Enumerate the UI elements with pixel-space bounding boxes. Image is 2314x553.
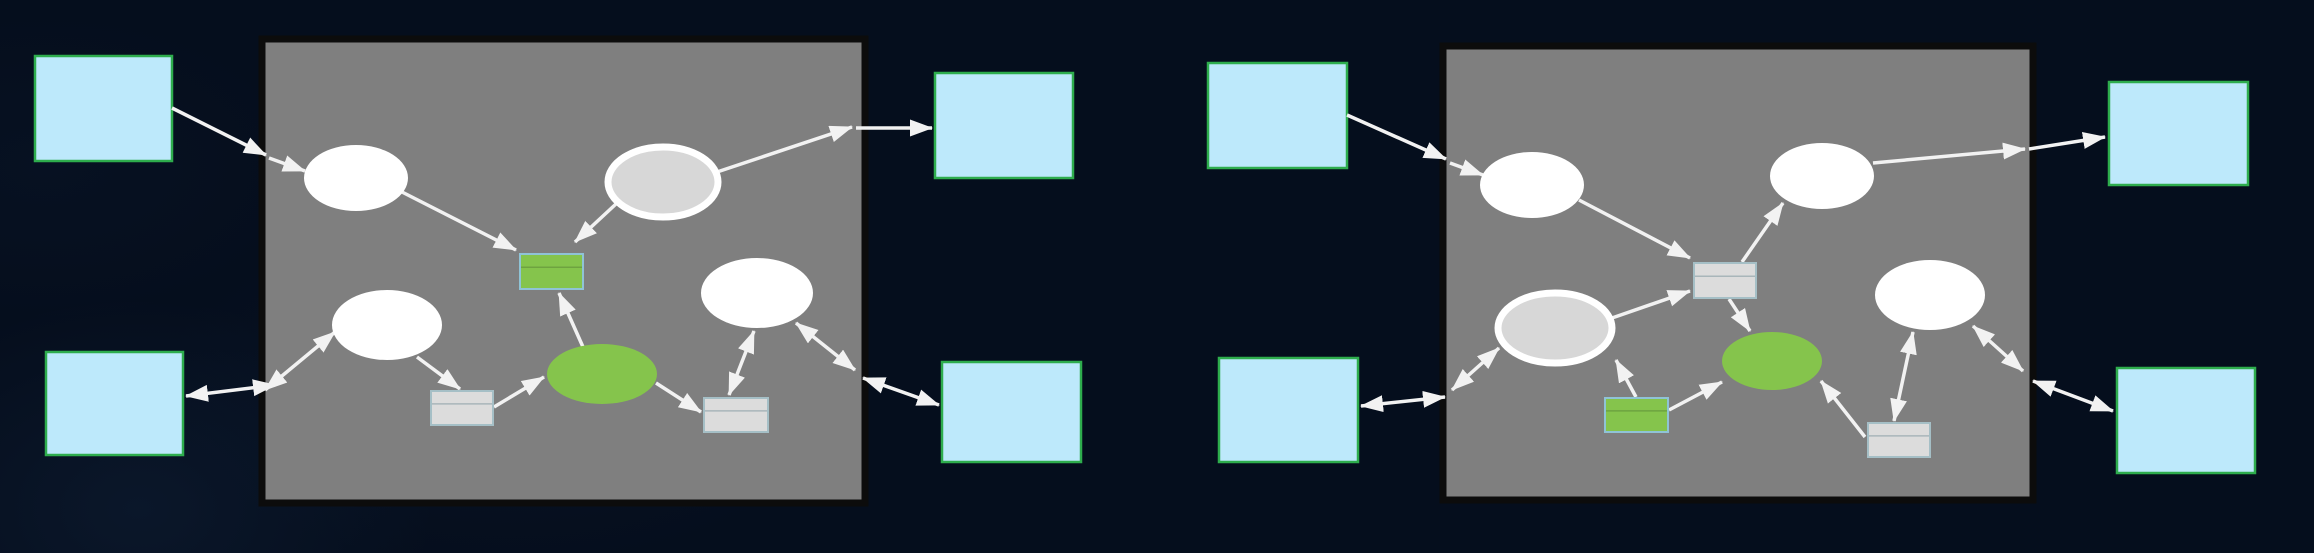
right-external-top-left <box>1206 61 1349 170</box>
right-edge-extTL-to-plate <box>1346 113 1447 161</box>
right-edge-extBL-to-border <box>1360 390 1446 413</box>
right-gray-record-1 <box>1693 262 1757 299</box>
left-external-top-left <box>33 54 174 163</box>
right-edge-grayrec2-to-greenellipse <box>1819 379 1867 439</box>
left-edge-highlight-to-border <box>716 125 853 174</box>
right-gray-record-2 <box>1867 422 1931 458</box>
right-edge-border-to-highlight <box>1450 346 1501 392</box>
right-green-ellipse <box>1722 332 1822 390</box>
left-edge-extTL-to-plate <box>171 106 267 157</box>
left-edge-plate-to-topellipse <box>268 155 306 173</box>
right-edge-border-to-extTR <box>2028 132 2106 151</box>
diagram-right <box>1206 42 2257 504</box>
right-edge-grayrec-to-greenellipse <box>1727 298 1752 332</box>
right-edge-greenrec-to-highlight <box>1614 359 1638 398</box>
left-edge-border-to-extBR <box>862 376 940 407</box>
left-highlighted-ellipse <box>604 143 722 221</box>
left-edge-border-to-extBL <box>185 379 276 402</box>
right-edge-topleft-to-grayrec <box>1578 198 1691 260</box>
left-external-top-right <box>933 71 1075 180</box>
left-edge-midright-to-border <box>794 321 857 372</box>
right-edge-greenrec-to-greenellipse <box>1668 380 1723 412</box>
left-gray-record-1 <box>430 390 494 426</box>
left-gray-record-2 <box>703 397 769 433</box>
right-external-bottom-right <box>2115 366 2257 475</box>
right-green-record <box>1604 397 1669 433</box>
left-edge-grayrec2-midright <box>727 330 756 396</box>
left-green-record <box>519 253 584 290</box>
left-edge-highlight-to-greenrec <box>573 201 619 244</box>
left-white-ellipse-mid-left <box>332 290 442 360</box>
right-white-ellipse-top-left <box>1480 152 1584 218</box>
right-white-ellipse-mid-right <box>1875 260 1985 330</box>
right-external-bottom-left <box>1217 356 1360 464</box>
left-white-ellipse-mid-right <box>701 258 813 328</box>
left-external-bottom-left <box>44 350 185 457</box>
right-edge-plate-to-topleft <box>1449 159 1484 177</box>
right-edge-grayrec-to-topright <box>1740 202 1785 263</box>
diagram-left <box>33 35 1083 507</box>
right-edge-highlight-to-grayrec <box>1611 289 1691 320</box>
left-edge-midleft-to-border <box>263 330 337 392</box>
right-edge-border-to-extBR <box>2032 379 2114 413</box>
left-edge-topellipse-to-greenrec <box>401 190 517 252</box>
left-external-bottom-right <box>940 360 1083 464</box>
left-white-ellipse-top <box>304 145 408 211</box>
right-highlighted-ellipse <box>1494 289 1616 367</box>
left-edge-greenellipse-to-greenrec <box>557 292 585 348</box>
left-edge-greenellipse-to-grayrec2 <box>655 381 702 414</box>
right-edge-grayrec2-midright <box>1890 331 1917 422</box>
right-edge-midright-to-border <box>1971 324 2025 373</box>
right-edge-topright-to-border <box>1872 142 2026 165</box>
right-external-top-right <box>2107 80 2250 187</box>
left-edge-grayrec1-to-greenellipse <box>493 375 545 409</box>
left-green-ellipse <box>547 344 657 404</box>
right-white-ellipse-top-right <box>1770 143 1874 209</box>
left-edge-midleft-to-grayrec1 <box>415 355 462 391</box>
